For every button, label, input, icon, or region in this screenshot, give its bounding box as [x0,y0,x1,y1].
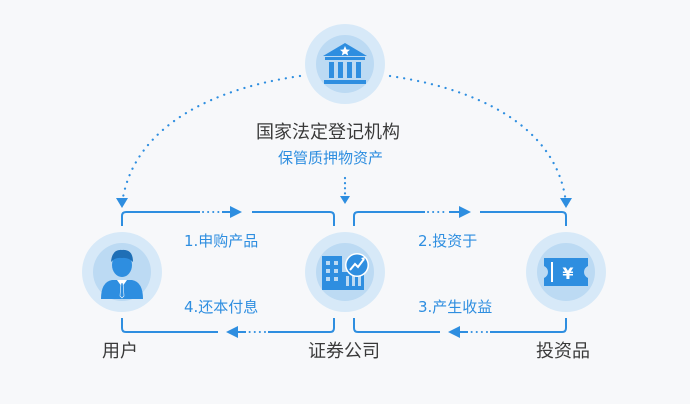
connector-top-right [353,211,425,226]
connector-bottom-right-end [353,318,440,333]
bank-icon [323,43,367,84]
user-label: 用户 [102,341,138,362]
center-arrowhead [340,196,350,204]
step-1-label: 1.申购产品 [184,232,259,250]
building-chart-icon [322,253,369,290]
svg-text:¥: ¥ [562,264,573,283]
connector-bottom-left-end [121,318,218,333]
broker-label: 证券公司 [308,341,380,362]
arc-left-arrowhead [116,198,128,208]
registry-node [305,24,385,104]
user-node [82,232,162,312]
step-4-label: 4.还本付息 [184,298,259,316]
connector-bottom-right [490,318,567,333]
connector-bottom-left [268,318,335,333]
connector-top-right-end [480,211,567,226]
registry-title: 国家法定登记机构 [256,122,400,143]
investment-node: ¥ [526,232,606,312]
arc-right-arrowhead [560,198,572,208]
investment-label: 投资品 [536,341,590,362]
ticket-yen-icon: ¥ [544,258,588,286]
step-2-label: 2.投资于 [418,232,478,250]
arc-registry-to-investment [388,74,568,206]
registry-subtitle: 保管质押物资产 [278,149,384,167]
user-icon [101,249,143,299]
connector-top-left [121,211,200,226]
broker-node [305,232,385,312]
arc-registry-to-user [120,74,302,206]
step-3-label: 3.产生收益 [418,298,493,316]
connector-top-left-end [252,211,335,226]
